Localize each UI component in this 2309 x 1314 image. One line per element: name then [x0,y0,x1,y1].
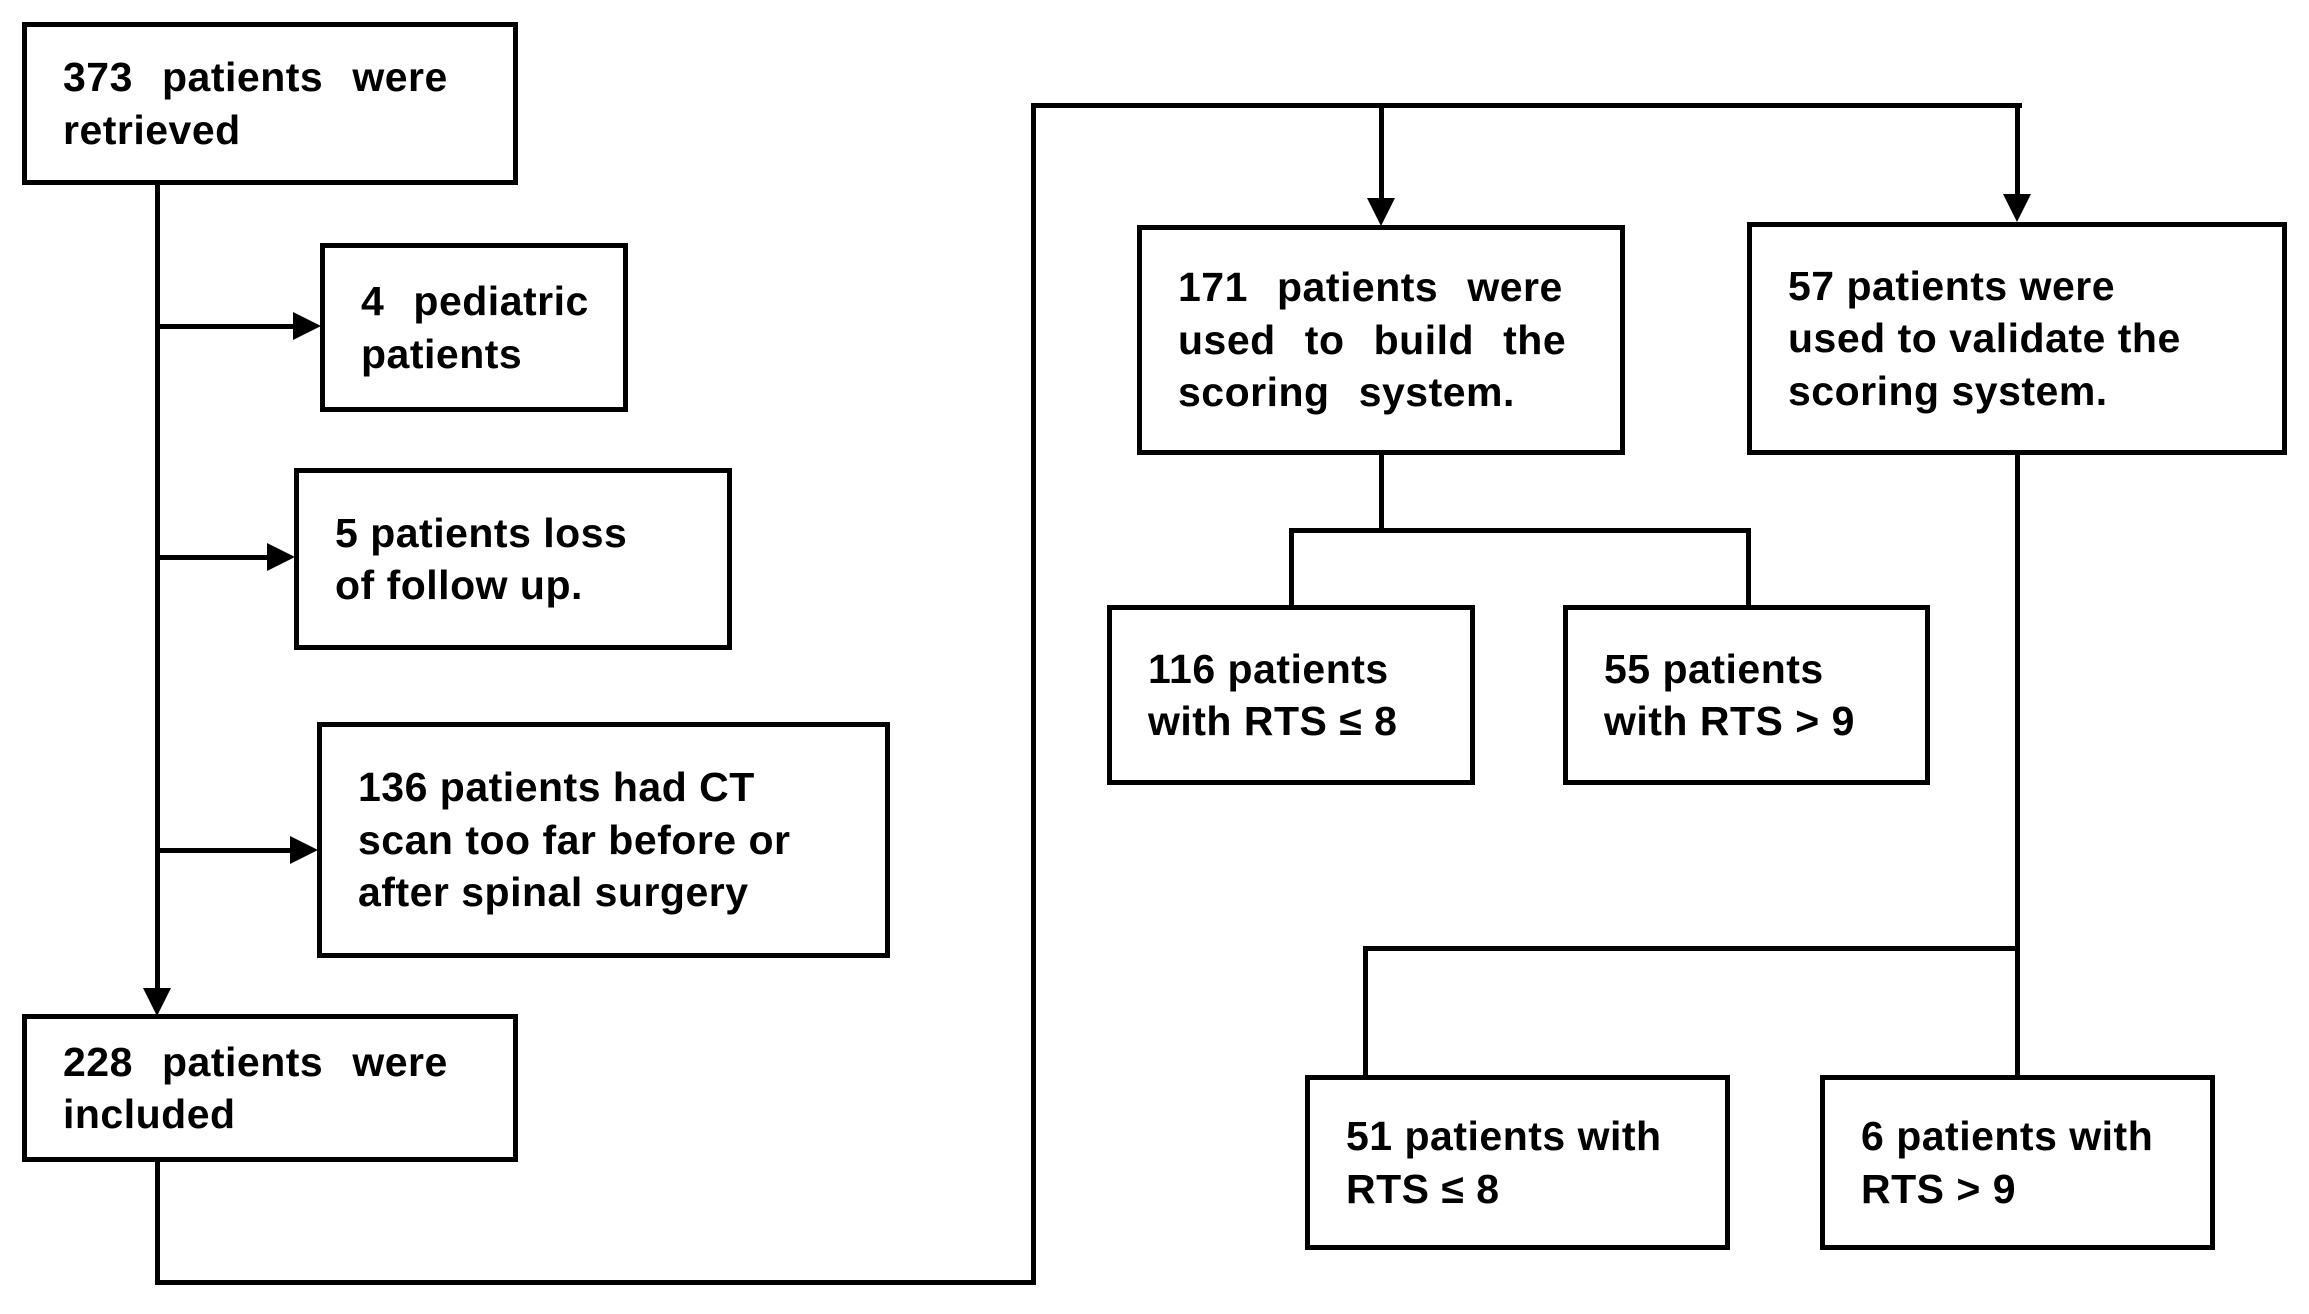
node-patients-retrieved-label: 373 patients were retrieved [63,54,448,153]
connector-validate-split-horizontal [1363,946,2020,951]
arrowhead-into-pediatric [293,312,321,340]
node-build-rts-high: 55 patients with RTS > 9 [1563,605,1930,785]
node-ct-scan-exclusion-label: 136 patients had CT scan too far before … [358,764,791,916]
node-validate-scoring-system: 57 patients were used to validate the sc… [1747,222,2287,455]
node-validate-scoring-system-label: 57 patients were used to validate the sc… [1788,262,2181,414]
node-validate-rts-high-label: 6 patients with RTS > 9 [1861,1113,2154,1212]
connector-branch-followup [155,555,268,560]
connector-build-high-stub [1746,528,1751,605]
connector-build-split-horizontal [1289,528,1751,533]
arrowhead-into-build [1367,198,1395,226]
node-build-rts-low-label: 116 patients with RTS ≤ 8 [1148,645,1398,744]
connector-validate-low-stub [1363,946,1368,1075]
node-ct-scan-exclusion: 136 patients had CT scan too far before … [317,722,890,958]
node-pediatric-patients-label: 4 pediatric patients [361,278,589,377]
node-validate-rts-low-label: 51 patients with RTS ≤ 8 [1346,1113,1662,1212]
node-build-rts-low: 116 patients with RTS ≤ 8 [1107,605,1475,785]
connector-included-down-stub [155,1162,160,1282]
connector-top-horizontal [1031,103,2022,108]
node-patients-included-label: 228 patients were included [63,1038,448,1137]
arrowhead-into-validate [2003,194,2031,222]
arrowhead-into-included [143,988,171,1016]
node-build-rts-high-label: 55 patients with RTS > 9 [1604,645,1855,744]
node-patients-included: 228 patients were included [22,1014,518,1162]
arrowhead-into-followup [267,543,295,571]
node-pediatric-patients: 4 pediatric patients [320,243,628,412]
connector-trunk-vertical [155,185,160,988]
connector-validate-down-vertical [2015,455,2020,1075]
connector-branch-ctscan [155,848,291,853]
connector-branch-pediatric [155,324,294,329]
node-validate-rts-low: 51 patients with RTS ≤ 8 [1305,1075,1730,1250]
connector-arrow-build-vertical [1379,103,1384,200]
arrowhead-into-ctscan [290,836,318,864]
connector-build-down-stub [1379,455,1384,533]
connector-build-low-stub [1289,528,1294,605]
node-build-scoring-system-label: 171 patients were used to build the scor… [1178,264,1567,416]
node-patients-retrieved: 373 patients were retrieved [22,22,518,185]
connector-bottom-horizontal [155,1280,1036,1285]
connector-right-riser [1031,103,1036,1285]
connector-arrow-validate-vertical [2015,103,2020,196]
node-loss-of-followup: 5 patients loss of follow up. [294,468,732,650]
node-validate-rts-high: 6 patients with RTS > 9 [1820,1075,2215,1250]
node-build-scoring-system: 171 patients were used to build the scor… [1137,225,1625,455]
node-loss-of-followup-label: 5 patients loss of follow up. [335,509,628,608]
